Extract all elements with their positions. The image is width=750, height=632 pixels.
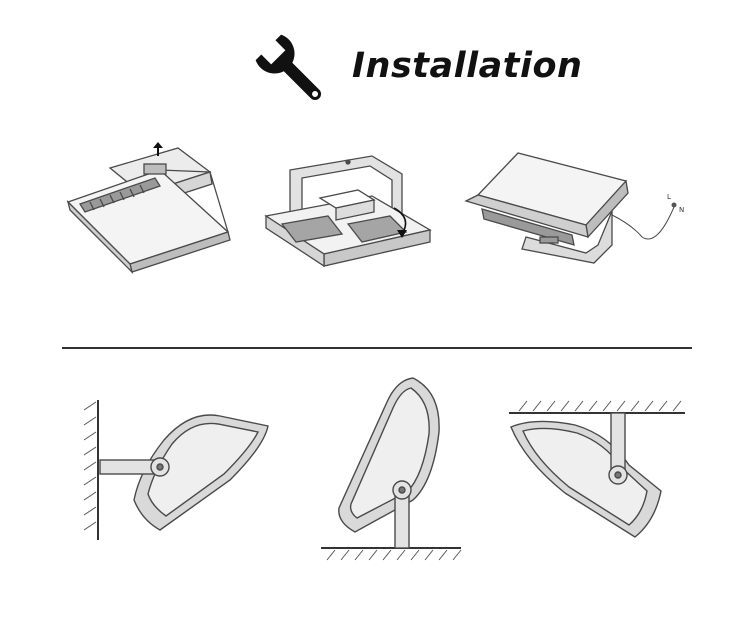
wiring-diagram: L N <box>464 152 684 264</box>
ceiling-mount-option <box>505 395 690 550</box>
step-wiring: L N <box>462 145 698 270</box>
step-driver-box <box>262 150 434 268</box>
floor-mount-option <box>315 372 465 562</box>
floor-mount-diagram <box>321 377 462 561</box>
wall-mount-diagram <box>83 400 269 540</box>
wrench-icon <box>255 34 322 101</box>
page-title: Installation <box>352 46 583 86</box>
step-remove-cover <box>60 140 240 275</box>
neutral-label: N <box>679 206 684 214</box>
live-label: L <box>667 193 671 201</box>
wall-mount-option <box>80 380 275 545</box>
header: Installation <box>0 0 750 120</box>
ceiling-mount-diagram <box>509 400 685 538</box>
remove-cover-diagram <box>66 142 231 275</box>
section-divider <box>62 347 692 349</box>
driver-box-diagram <box>264 155 432 268</box>
